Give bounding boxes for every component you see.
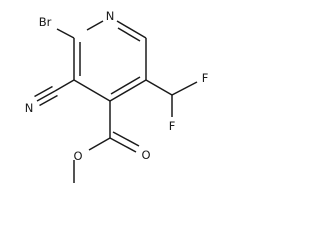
bond-chf2-f-upper — [171, 81, 198, 96]
bond-cn-triple-a — [36, 90, 56, 102]
bond-n1-c6 — [116, 20, 147, 39]
bond-c2-br — [56, 28, 75, 39]
bond-cn-triple-c — [39, 94, 58, 107]
atom-label-o-carbonyl: O — [141, 148, 150, 162]
bond-carbonyl-o-double — [112, 131, 140, 147]
bond-c4-c3 — [73, 79, 111, 102]
bond-cn-triple-b — [34, 85, 53, 98]
atom-label-br: Br — [39, 15, 52, 29]
atom-label-n-nitrile: N — [25, 101, 34, 115]
bond-carbonyl-o — [109, 137, 137, 153]
bond-c5-c4-inner — [110, 76, 141, 95]
atom-label-f-lower: F — [169, 119, 176, 133]
bonds — [34, 20, 198, 183]
atom-label-f-upper: F — [202, 71, 209, 85]
atom-label-n-ring: N — [106, 9, 115, 23]
bond-c5-c4 — [109, 79, 147, 102]
bond-c5-chf2 — [145, 79, 173, 96]
bond-n1-c6-inner — [117, 27, 141, 42]
bond-c2-n1 — [86, 20, 104, 31]
atom-label-o-ester: O — [73, 149, 82, 163]
bond-c3-cn — [54, 79, 75, 92]
molecule-structure: Br N N F F O O — [25, 9, 209, 183]
bond-ccarbonyl-oester — [88, 137, 111, 151]
atom-labels: Br N N F F O O — [25, 9, 209, 163]
